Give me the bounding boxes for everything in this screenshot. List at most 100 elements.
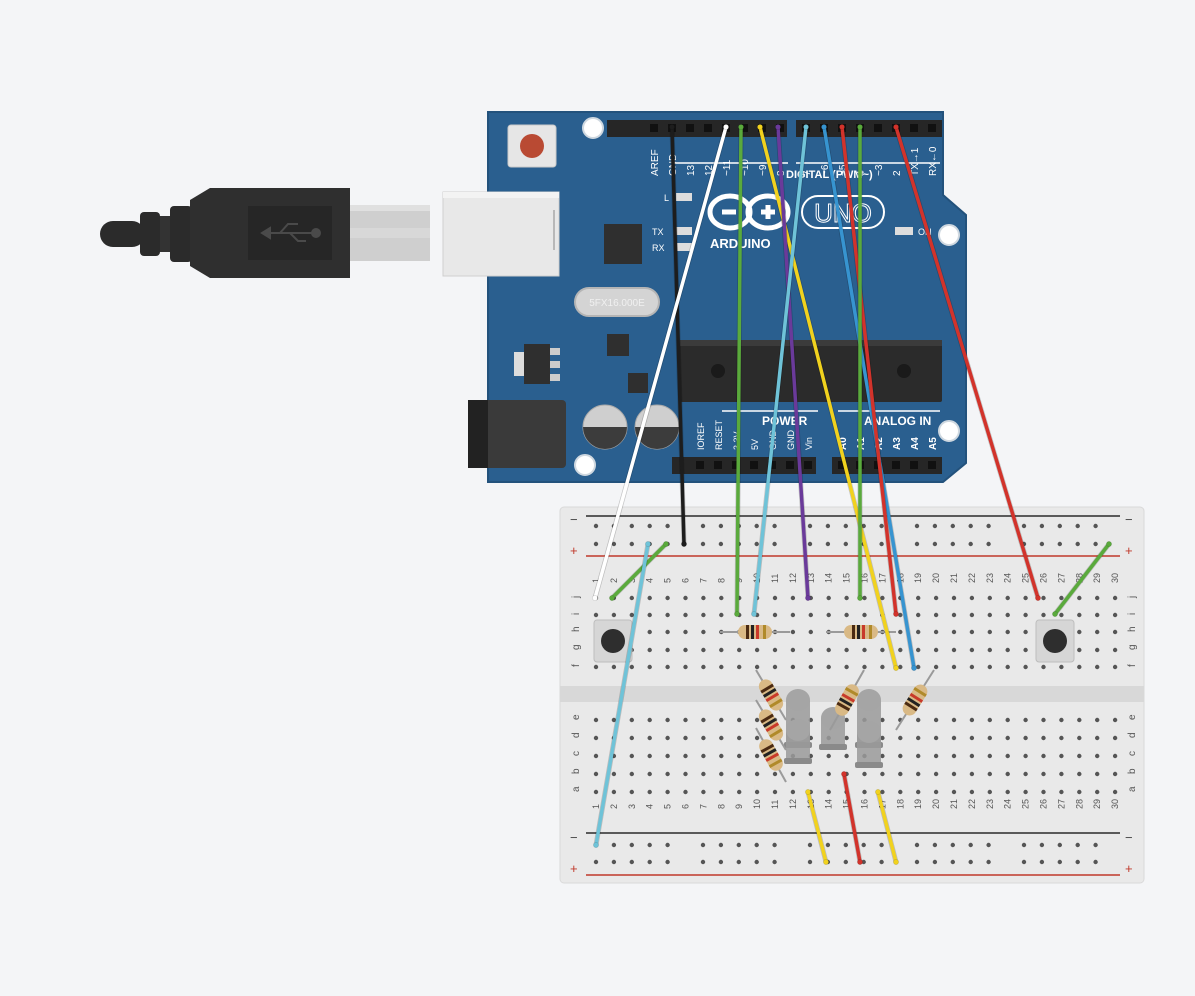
breadboard-hole[interactable] xyxy=(737,771,742,777)
breadboard-hole[interactable] xyxy=(916,717,921,723)
breadboard-hole[interactable] xyxy=(665,647,670,653)
breadboard-hole[interactable] xyxy=(1059,771,1064,777)
breadboard-hole[interactable] xyxy=(683,771,688,777)
breadboard-hole[interactable] xyxy=(1095,771,1100,777)
wire-green-right-jumper-end[interactable] xyxy=(1052,611,1058,617)
rail-hole[interactable] xyxy=(629,541,634,547)
breadboard-hole[interactable] xyxy=(898,612,903,618)
breadboard-hole[interactable] xyxy=(1023,647,1028,653)
breadboard-hole[interactable] xyxy=(826,664,831,670)
breadboard-hole[interactable] xyxy=(665,612,670,618)
breadboard-hole[interactable] xyxy=(1023,664,1028,670)
power-pin-2[interactable] xyxy=(732,461,740,469)
rail-hole[interactable] xyxy=(843,523,848,529)
breadboard-hole[interactable] xyxy=(1059,612,1064,618)
wire-green-4-end[interactable] xyxy=(857,124,863,130)
wire-purple-8-end[interactable] xyxy=(775,124,781,130)
rail-hole[interactable] xyxy=(1039,842,1045,848)
pushbutton-right[interactable] xyxy=(1035,619,1075,663)
rail-hole[interactable] xyxy=(754,842,759,848)
breadboard-hole[interactable] xyxy=(1005,789,1010,795)
breadboard-hole[interactable] xyxy=(1005,612,1010,618)
rail-hole[interactable] xyxy=(843,842,848,848)
breadboard-hole[interactable] xyxy=(1077,717,1082,723)
breadboard-hole[interactable] xyxy=(1112,753,1118,759)
led-icon[interactable] xyxy=(784,719,812,764)
rail-hole[interactable] xyxy=(629,842,634,848)
analog-pin-4[interactable] xyxy=(910,461,918,469)
rail-hole[interactable] xyxy=(1057,523,1063,529)
breadboard-hole[interactable] xyxy=(754,771,760,777)
resistor-icon[interactable] xyxy=(720,625,790,639)
breadboard-hole[interactable] xyxy=(1023,789,1028,795)
breadboard-hole[interactable] xyxy=(898,753,903,759)
breadboard-hole[interactable] xyxy=(1095,789,1100,795)
resistor-icon[interactable] xyxy=(755,699,787,751)
rail-hole[interactable] xyxy=(593,541,599,547)
breadboard-hole[interactable] xyxy=(862,595,867,601)
breadboard-hole[interactable] xyxy=(951,629,957,635)
rail-hole[interactable] xyxy=(665,842,670,848)
breadboard-hole[interactable] xyxy=(593,612,599,618)
rail-hole[interactable] xyxy=(1075,842,1080,848)
breadboard-hole[interactable] xyxy=(719,789,724,795)
breadboard-hole[interactable] xyxy=(987,595,992,601)
rail-hole[interactable] xyxy=(986,523,991,529)
digital-pin-15[interactable] xyxy=(928,124,936,132)
breadboard-hole[interactable] xyxy=(665,753,670,759)
breadboard-hole[interactable] xyxy=(951,612,957,618)
breadboard-hole[interactable] xyxy=(1041,595,1046,601)
breadboard-hole[interactable] xyxy=(1041,789,1046,795)
breadboard-hole[interactable] xyxy=(1023,717,1028,723)
rail-hole[interactable] xyxy=(807,523,813,529)
power-pin-3[interactable] xyxy=(750,461,758,469)
breadboard-hole[interactable] xyxy=(1041,664,1046,670)
breadboard-hole[interactable] xyxy=(593,717,599,723)
breadboard-hole[interactable] xyxy=(1077,612,1082,618)
rail-hole[interactable] xyxy=(1093,842,1098,848)
rail-hole[interactable] xyxy=(1021,842,1027,848)
breadboard-hole[interactable] xyxy=(611,771,617,777)
breadboard-hole[interactable] xyxy=(665,664,670,670)
breadboard-hole[interactable] xyxy=(951,789,957,795)
breadboard-hole[interactable] xyxy=(1112,717,1118,723)
wire-red-bottom-end[interactable] xyxy=(857,859,863,865)
breadboard-hole[interactable] xyxy=(969,647,975,653)
wire-red-2-end[interactable] xyxy=(1035,595,1041,601)
rail-hole[interactable] xyxy=(986,859,991,865)
power-pin-6[interactable] xyxy=(804,461,812,469)
breadboard-hole[interactable] xyxy=(772,647,778,653)
rail-hole[interactable] xyxy=(861,523,866,529)
breadboard-hole[interactable] xyxy=(987,789,992,795)
wire-red-5-end[interactable] xyxy=(839,124,845,130)
rail-hole[interactable] xyxy=(754,541,759,547)
rail-hole[interactable] xyxy=(879,859,884,865)
breadboard-hole[interactable] xyxy=(647,735,652,741)
breadboard-hole[interactable] xyxy=(898,647,903,653)
rail-hole[interactable] xyxy=(879,842,884,848)
breadboard-hole[interactable] xyxy=(844,612,849,618)
breadboard-hole[interactable] xyxy=(790,612,796,618)
breadboard-hole[interactable] xyxy=(808,664,813,670)
breadboard-hole[interactable] xyxy=(772,789,778,795)
breadboard-hole[interactable] xyxy=(1023,629,1028,635)
rail-hole[interactable] xyxy=(647,523,652,529)
breadboard-hole[interactable] xyxy=(629,717,634,723)
breadboard-hole[interactable] xyxy=(1077,771,1082,777)
rail-hole[interactable] xyxy=(593,523,599,529)
breadboard-hole[interactable] xyxy=(772,771,778,777)
power-pin-0[interactable] xyxy=(696,461,704,469)
breadboard-hole[interactable] xyxy=(933,647,939,653)
wire-black-gnd[interactable] xyxy=(670,125,686,546)
breadboard-hole[interactable] xyxy=(933,629,939,635)
breadboard-hole[interactable] xyxy=(880,664,885,670)
rail-hole[interactable] xyxy=(968,859,973,865)
breadboard-hole[interactable] xyxy=(1095,595,1100,601)
breadboard-hole[interactable] xyxy=(772,664,778,670)
breadboard-hole[interactable] xyxy=(629,753,634,759)
breadboard-hole[interactable] xyxy=(951,717,957,723)
rail-hole[interactable] xyxy=(932,842,938,848)
rail-hole[interactable] xyxy=(914,859,920,865)
rail-hole[interactable] xyxy=(932,541,938,547)
wire-yellow-bottom-right-end[interactable] xyxy=(893,859,899,865)
